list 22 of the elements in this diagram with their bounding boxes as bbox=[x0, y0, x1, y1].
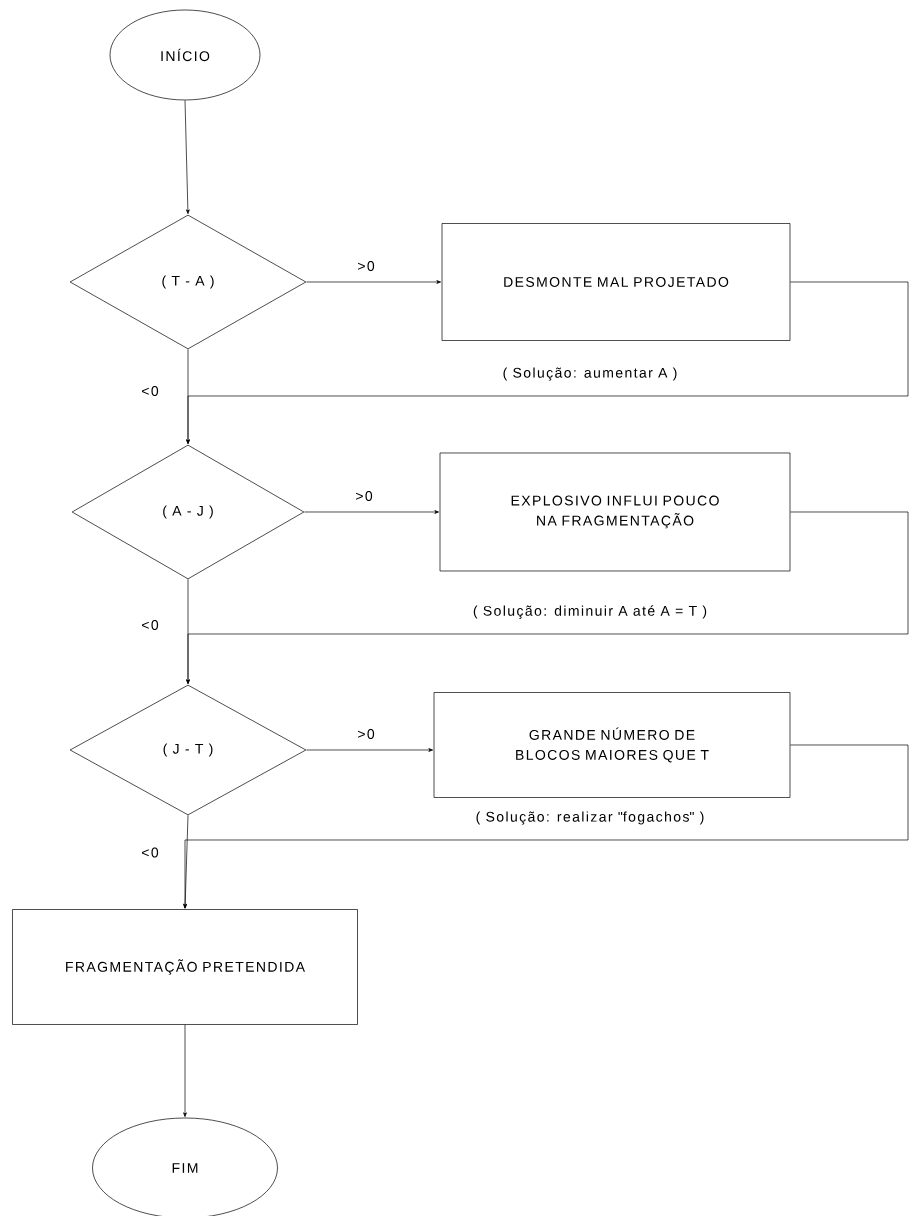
edge-label: >0 bbox=[356, 260, 376, 272]
edge-label: <0 bbox=[140, 846, 160, 859]
arrow bbox=[306, 280, 441, 284]
process-box: GRANDE NÚMERO DE BLOCOS MAIORES QUE T bbox=[433, 692, 791, 798]
edge-label: >0 bbox=[356, 728, 376, 740]
terminal-oval: INÍCIO bbox=[109, 9, 261, 101]
edge-label: <0 bbox=[140, 619, 160, 631]
arrow bbox=[183, 1024, 187, 1117]
process-box: FRAGMENTAÇÃO PRETENDIDA bbox=[12, 909, 358, 1025]
process-box: EXPLOSIVO INFLUI POUCO NA FRAGMENTAÇÃO bbox=[439, 452, 791, 572]
edge-label: ( Solução: aumentar A ) bbox=[501, 366, 679, 382]
arrow bbox=[306, 748, 433, 752]
arrow bbox=[304, 510, 439, 514]
arrow bbox=[186, 349, 190, 444]
edge-label: >0 bbox=[354, 490, 374, 502]
process-box: DESMONTE MAL PROJETADO bbox=[441, 223, 791, 341]
arrow bbox=[183, 815, 189, 909]
edge-label: ( Solução: realizar "fogachos" ) bbox=[474, 810, 706, 826]
edge-label: ( Solução: diminuir A até A = T ) bbox=[471, 604, 709, 620]
edge-label: <0 bbox=[140, 385, 160, 397]
arrow bbox=[186, 579, 190, 684]
arrow bbox=[184, 100, 190, 214]
